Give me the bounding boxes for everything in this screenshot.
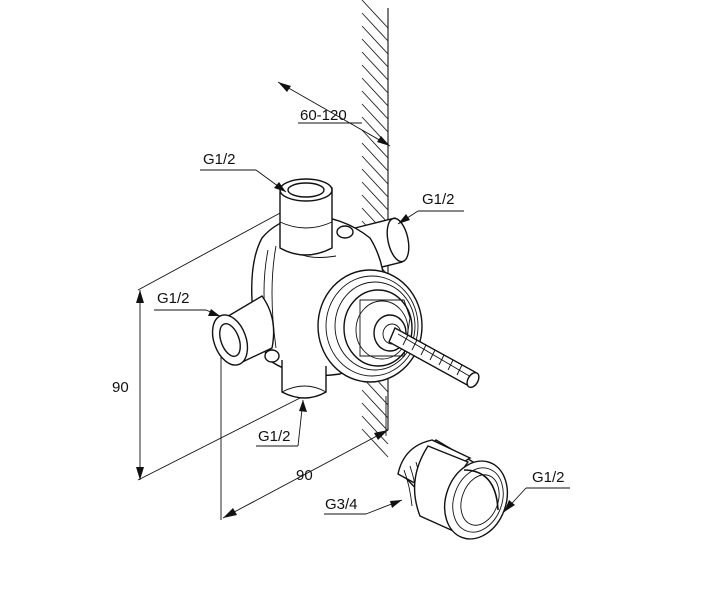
callout-right-inlet: G1/2 — [397, 191, 464, 225]
wall-hatch-line — [361, 142, 389, 172]
callout-adapter-thread-arrow — [390, 500, 402, 508]
width-arrow-right — [374, 430, 388, 440]
top-inlet-ring — [279, 221, 333, 229]
height-dimension: 90 — [112, 211, 301, 481]
callout-adapter-outlet-arrow — [504, 500, 515, 512]
wall-hatch-line — [361, 168, 389, 198]
diverter-valve-body — [211, 178, 480, 399]
cartridge-ring-3 — [334, 281, 416, 371]
spindle-splines — [402, 334, 463, 376]
callout-bottom-outlet-arrow — [299, 400, 307, 412]
height-arrow-top — [136, 290, 144, 303]
top-inlet-body — [279, 187, 333, 256]
adapter-thread-line — [403, 469, 413, 507]
wall-depth-dimension-line — [277, 81, 391, 147]
spindle-edge — [397, 333, 472, 378]
callout-right-inlet-label: G1/2 — [422, 191, 455, 208]
adapter-fitting — [397, 439, 509, 540]
callout-top-inlet: G1/2 — [200, 151, 287, 193]
width-dimension-line — [222, 429, 389, 519]
wall-hatch-line — [361, 181, 389, 211]
top-inlet-bore — [287, 182, 325, 198]
spindle-spline-line — [438, 354, 445, 366]
wall-hatch-line — [361, 402, 389, 432]
wall-hatch-line — [361, 90, 389, 120]
spindle-spline-line — [402, 334, 409, 346]
wall-depth-arrow-right — [377, 136, 390, 146]
wall-hatch-line — [361, 25, 389, 55]
width-arrow-left — [223, 508, 237, 518]
adapter-rim-highlight — [463, 469, 499, 511]
right-inlet-face — [386, 217, 410, 263]
height-extension-top — [137, 211, 283, 291]
callout-right-inlet-arrow — [398, 214, 410, 224]
wall-depth-dimension: 60-120 — [277, 81, 391, 147]
wall-hatch-line — [361, 51, 389, 81]
adapter-outer-rim — [443, 460, 509, 540]
width-dimension: 90 — [220, 342, 389, 520]
callout-adapter-thread-label: G3/4 — [325, 496, 358, 513]
bottom-outlet-edge — [281, 385, 327, 393]
mounting-lug-bottom — [264, 349, 280, 363]
callout-bottom-outlet: G1/2 — [256, 399, 307, 447]
height-extension-bottom — [137, 397, 301, 481]
spindle-spline-line — [456, 364, 463, 376]
callout-bottom-outlet-label: G1/2 — [258, 428, 291, 445]
spindle-spline-line — [411, 339, 418, 351]
wall-hatch-line — [361, 428, 389, 458]
wall-hatch-line — [361, 155, 389, 185]
wall-hatch-line — [361, 389, 389, 419]
height-label: 90 — [112, 379, 129, 396]
callout-adapter-outlet: G1/2 — [503, 469, 570, 513]
callout-left-inlet-arrow — [208, 309, 220, 316]
wall-hatch-line — [361, 38, 389, 68]
wall-hatch-line — [361, 12, 389, 42]
callout-top-inlet-label: G1/2 — [203, 151, 236, 168]
wall-hatch-line — [361, 0, 389, 29]
wall-hatch-line — [361, 77, 389, 107]
callout-left-inlet-label: G1/2 — [157, 290, 190, 307]
wall-hatch-line — [361, 129, 389, 159]
spindle-spline-line — [429, 349, 436, 361]
wall-depth-label: 60-120 — [300, 107, 347, 124]
spindle-spline-line — [447, 359, 454, 371]
wall-hatch-line — [361, 415, 389, 445]
callout-adapter-outlet-label: G1/2 — [532, 469, 565, 486]
wall-depth-arrow-left — [278, 82, 291, 92]
cartridge-ring-2 — [325, 275, 419, 377]
callout-adapter-thread: G3/4 — [324, 496, 403, 515]
housing-contour-2 — [271, 245, 277, 349]
wall-hatch-line — [361, 194, 389, 224]
left-inlet-bore — [219, 323, 241, 357]
bottom-outlet-body — [281, 360, 327, 399]
mounting-lug-top — [336, 225, 354, 239]
spindle-tip — [466, 371, 480, 389]
height-arrow-bottom — [136, 467, 144, 480]
adapter-rim-2 — [452, 467, 504, 533]
width-label: 90 — [296, 467, 313, 484]
spindle-spline-line — [420, 344, 427, 356]
wall-hatch-line — [361, 64, 389, 94]
callout-top-inlet-arrow — [274, 182, 286, 192]
adapter-bore — [460, 474, 500, 526]
callout-left-inlet: G1/2 — [154, 290, 221, 317]
wall-hatch-line — [361, 103, 389, 133]
